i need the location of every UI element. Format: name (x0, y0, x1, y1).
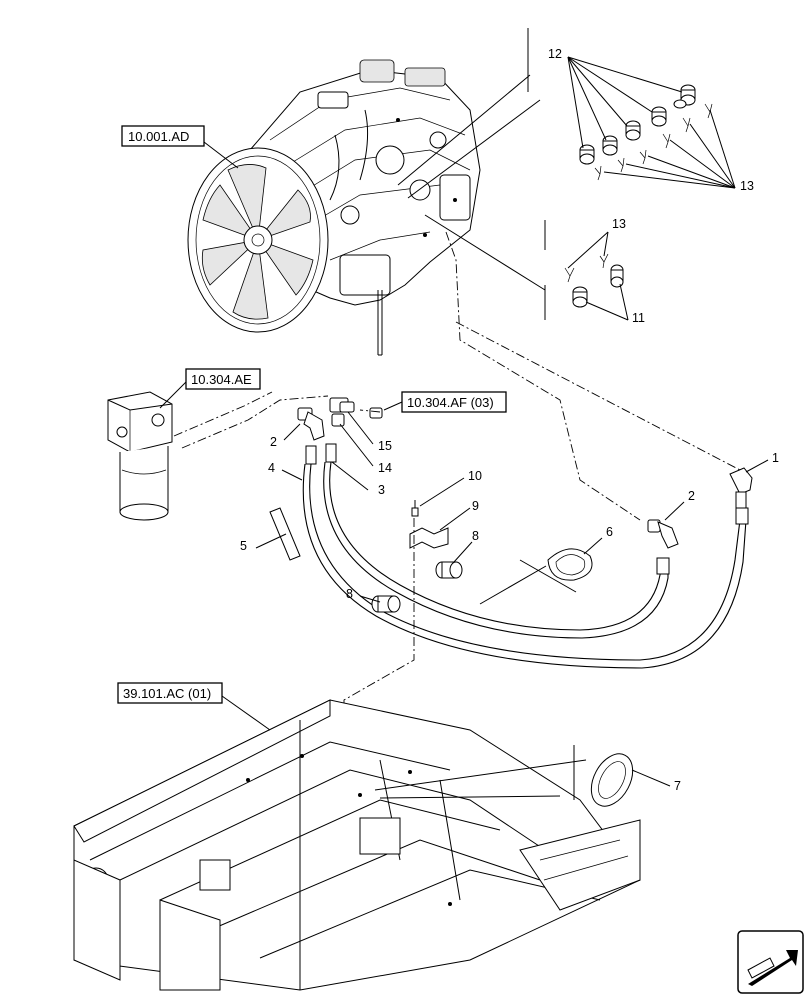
clip-set (594, 103, 713, 181)
callout-5: 5 (240, 539, 247, 553)
part-9-bracket (409, 527, 449, 549)
fitting-1 (729, 467, 753, 509)
fitting-2-right (647, 519, 679, 549)
callout-10: 10 (468, 469, 482, 483)
part-8-sleeve-lower (371, 595, 401, 613)
callout-13-b: 13 (612, 217, 626, 231)
fitting-kit: 12 13 (548, 47, 754, 193)
filter-illustration (107, 391, 173, 521)
callout-3: 3 (378, 483, 385, 497)
callout-2-right: 2 (688, 489, 695, 503)
callout-13: 13 (740, 179, 754, 193)
callout-12: 12 (548, 47, 562, 61)
engine-illustration (187, 59, 481, 356)
frame-illustration (73, 699, 641, 991)
callout-15: 15 (378, 439, 392, 453)
part-10-bolt (411, 500, 419, 517)
part-6-grommet (547, 548, 593, 581)
engine-reference-box[interactable]: 10.001.AD (121, 125, 205, 147)
callout-9: 9 (472, 499, 479, 513)
routing-lines (173, 231, 741, 760)
engine-reference-label: 10.001.AD (128, 129, 189, 144)
hose-assembly (302, 461, 749, 669)
callout-1: 1 (772, 451, 779, 465)
callout-8-upper: 8 (472, 529, 479, 543)
filter-port-reference-label: 10.304.AF (03) (407, 395, 494, 410)
frame-reference-box[interactable]: 39.101.AC (01) (117, 682, 223, 704)
callout-7: 7 (674, 779, 681, 793)
part-7-grommet (590, 753, 634, 807)
frame-reference-label: 39.101.AC (01) (123, 686, 211, 701)
fittings-cluster (297, 397, 383, 465)
filter-reference-box[interactable]: 10.304.AE (185, 368, 261, 390)
callout-11: 11 (632, 311, 645, 325)
callout-2-left: 2 (270, 435, 277, 449)
part-8-sleeve-upper (435, 561, 463, 579)
sleeve-set (579, 84, 696, 165)
sleeve-kit: 13 11 (564, 217, 645, 325)
callout-4: 4 (268, 461, 275, 475)
filter-reference-label: 10.304.AE (191, 372, 252, 387)
callout-6: 6 (606, 525, 613, 539)
filter-port-reference-box[interactable]: 10.304.AF (03) (401, 391, 507, 413)
callout-8-lower: 8 (346, 587, 353, 601)
arrow-icon[interactable] (737, 930, 804, 994)
callout-14: 14 (378, 461, 392, 475)
